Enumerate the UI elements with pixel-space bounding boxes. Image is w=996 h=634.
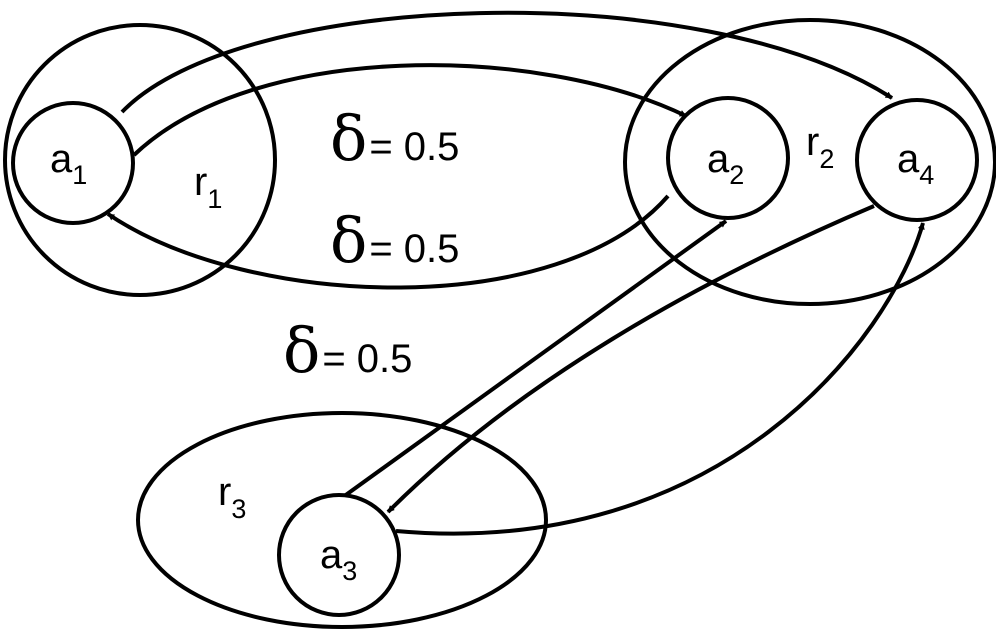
agent-a1-node xyxy=(11,101,135,225)
agent-a3-node xyxy=(277,493,401,617)
region-r1-subscript: 1 xyxy=(207,184,222,214)
delta-value: = 0.5 xyxy=(369,227,459,271)
agent-a1-subscript: 1 xyxy=(72,160,87,190)
agent-a3-label: a3 xyxy=(320,533,357,586)
region-r2-letter: r xyxy=(806,120,819,164)
agent-a4-subscript: 4 xyxy=(919,160,934,190)
region-r1-letter: r xyxy=(194,160,207,204)
agent-a4-node xyxy=(855,98,979,222)
agent-a2-subscript: 2 xyxy=(729,160,744,190)
delta-label-a2-a1: δ= 0.5 xyxy=(330,204,459,277)
edge-a1-to-a2 xyxy=(132,63,687,157)
region-r1-label: r1 xyxy=(194,160,222,214)
region-r2-subscript: 2 xyxy=(819,144,834,174)
region-r2-boundary xyxy=(623,18,996,306)
delta-symbol: δ xyxy=(330,204,367,277)
agent-a2-letter: a xyxy=(707,137,730,181)
delta-label-a2-a3: δ= 0.5 xyxy=(283,314,412,387)
agent-a2-label: a2 xyxy=(707,137,744,190)
region-r3-boundary xyxy=(136,411,548,629)
delta-label-a1-a2: δ= 0.5 xyxy=(330,102,459,175)
region-r1-boundary xyxy=(3,23,277,297)
agent-a3-subscript: 3 xyxy=(342,556,357,586)
delta-symbol: δ xyxy=(330,102,367,175)
edge-a2-to-a1 xyxy=(106,194,670,290)
edge-a1-to-a4 xyxy=(120,10,894,114)
region-r2-label: r2 xyxy=(806,120,834,174)
agent-a3-letter: a xyxy=(320,533,343,577)
delta-value: = 0.5 xyxy=(369,125,459,169)
delta-symbol: δ xyxy=(283,314,320,387)
edge-a3-to-a4 xyxy=(395,222,925,536)
agent-a2-node xyxy=(666,96,790,220)
agent-a1-letter: a xyxy=(50,137,73,181)
region-r3-label: r3 xyxy=(218,470,246,524)
region-r3-letter: r xyxy=(218,470,231,514)
edge-a3-to-a2 xyxy=(341,219,728,499)
delta-value: = 0.5 xyxy=(322,337,412,381)
region-r3-subscript: 3 xyxy=(231,494,246,524)
agent-a4-label: a4 xyxy=(897,137,934,190)
edge-a4-to-a3 xyxy=(386,204,875,514)
agent-a1-label: a1 xyxy=(50,137,87,190)
agent-a4-letter: a xyxy=(897,137,920,181)
